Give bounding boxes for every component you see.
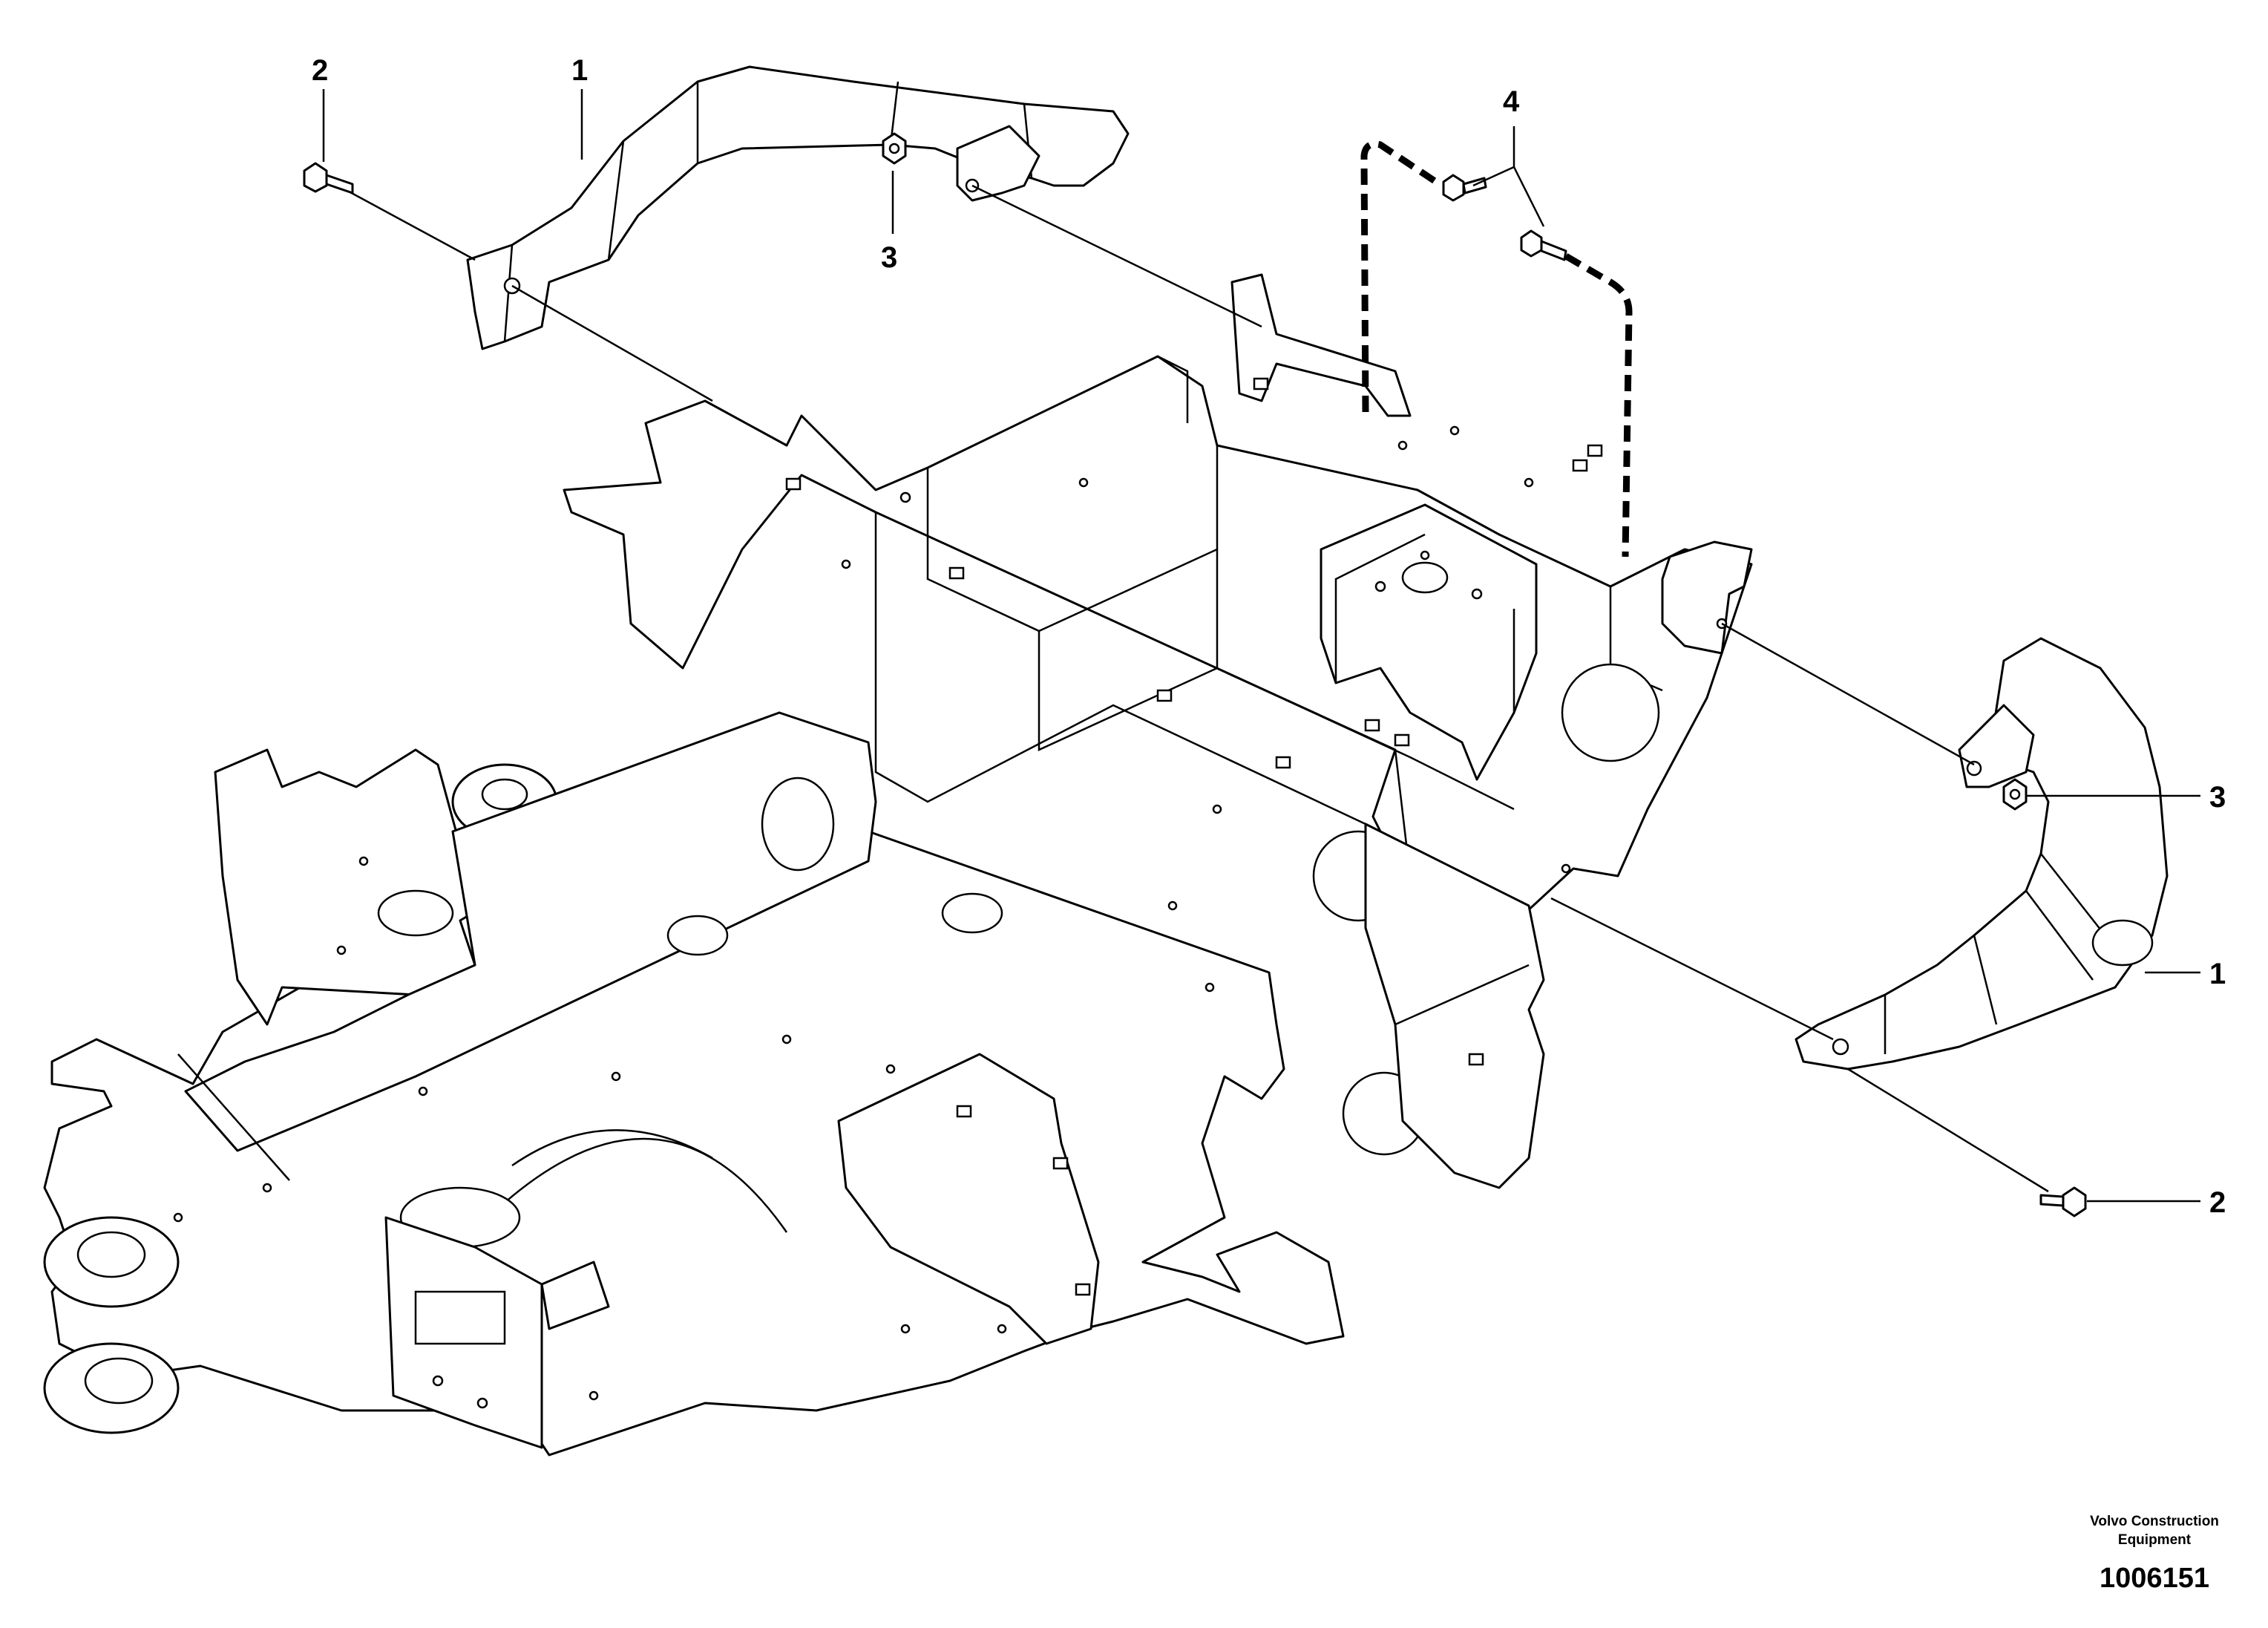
brand-line-1: Volvo Construction: [2090, 1514, 2219, 1529]
bolt-top-left: [303, 162, 354, 194]
frame-slots: [785, 377, 1603, 1066]
assembly-lines: [348, 140, 2049, 1193]
bolt-pair-top: [1442, 174, 1567, 261]
callout-2-top-left: 2: [312, 54, 328, 87]
lower-frame: [43, 711, 1345, 1457]
bolt-right: [2039, 1186, 2087, 1217]
callout-4-top: 4: [1503, 85, 1520, 118]
callout-3-right: 3: [2209, 781, 2226, 814]
upper-frame: [563, 273, 1753, 1189]
brand-line-2: Equipment: [2118, 1532, 2192, 1548]
nut-top: [882, 132, 907, 165]
callout-3-top: 3: [881, 241, 897, 274]
counterweight-top: [466, 65, 1130, 350]
callout-leaders: [322, 89, 2200, 1203]
callout-1-right: 1: [2209, 958, 2226, 990]
nut-right: [2002, 778, 2028, 811]
callout-1-top-left: 1: [571, 54, 588, 87]
callout-2-right: 2: [2209, 1186, 2226, 1219]
document-number: 1006151: [2100, 1563, 2209, 1594]
counterweight-right: [1795, 637, 2169, 1070]
